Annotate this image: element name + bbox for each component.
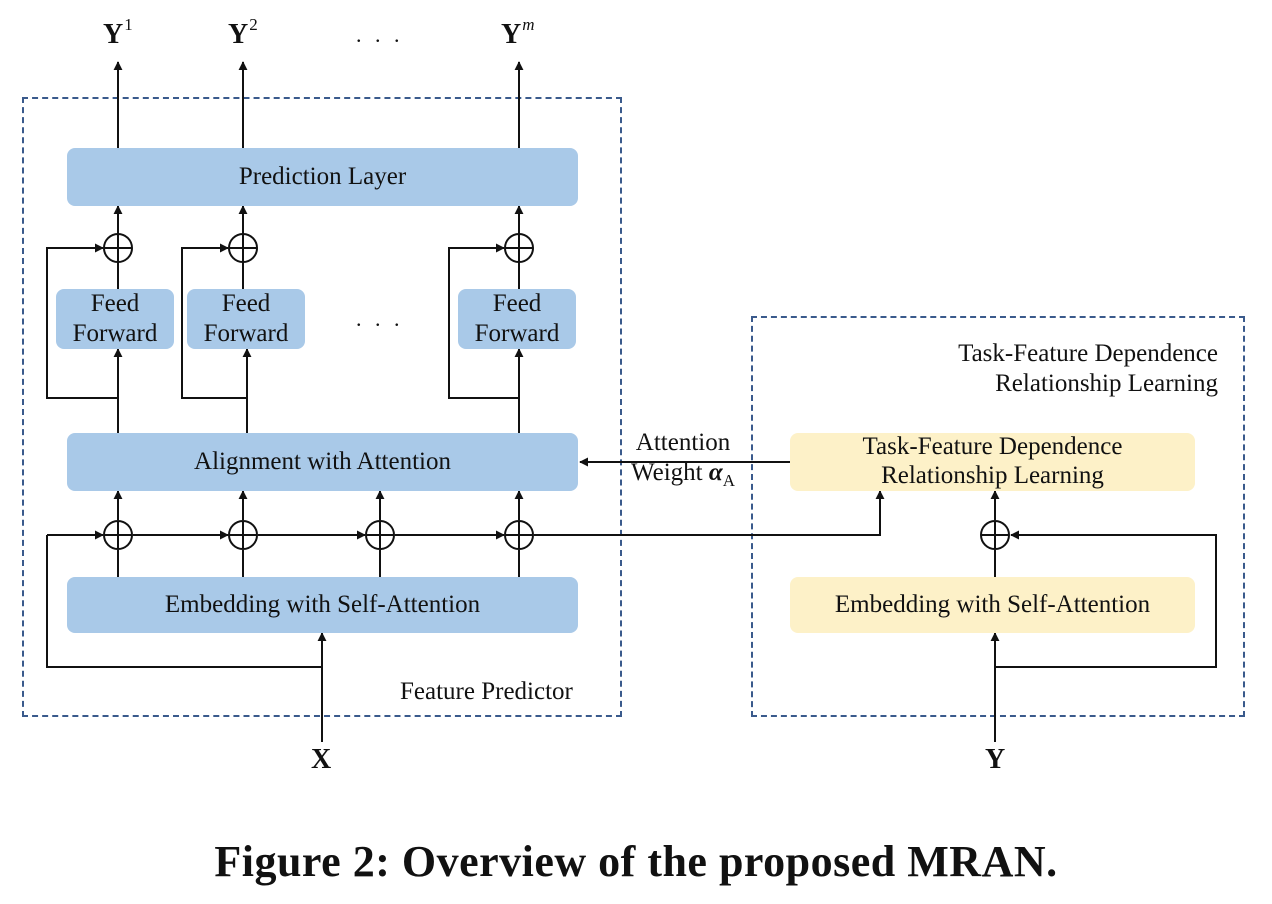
attention-weight-label: Attention Weight αA	[631, 429, 735, 490]
input-x-label: X	[311, 744, 332, 775]
residual-loop-1	[46, 243, 118, 399]
output-ellipsis: . . .	[356, 22, 404, 47]
feed-forward-ellipsis: . . .	[356, 306, 404, 331]
adder-emb-2	[228, 520, 258, 550]
adder-emb-3	[365, 520, 395, 550]
adder-ff-3	[504, 233, 534, 263]
dependence-module-frame	[751, 316, 1245, 717]
residual-loop-2	[181, 243, 247, 399]
output-y1: Y1	[103, 15, 133, 50]
feature-predictor-label: Feature Predictor	[400, 678, 573, 705]
adder-ff-2	[228, 233, 258, 263]
adder-emb-4	[504, 520, 534, 550]
dependence-frame-label: Task-Feature Dependence Relationship Lea…	[958, 340, 1218, 397]
embedding-self-attention-block-right: Embedding with Self-Attention	[790, 577, 1195, 633]
residual-loop-3	[448, 243, 519, 399]
figure-caption: Figure 2: Overview of the proposed MRAN.	[214, 837, 1058, 886]
output-ym: Ym	[501, 15, 535, 50]
adder-ff-1	[103, 233, 133, 263]
chain-to-dependence-block	[534, 490, 885, 536]
alignment-attention-block: Alignment with Attention	[67, 433, 578, 491]
prediction-layer-block: Prediction Layer	[67, 148, 578, 206]
adder-dependence	[980, 520, 1010, 550]
output-y2: Y2	[228, 15, 258, 50]
embedding-self-attention-block-left: Embedding with Self-Attention	[67, 577, 578, 633]
adder-emb-1	[103, 520, 133, 550]
input-y-label: Y	[985, 744, 1006, 775]
